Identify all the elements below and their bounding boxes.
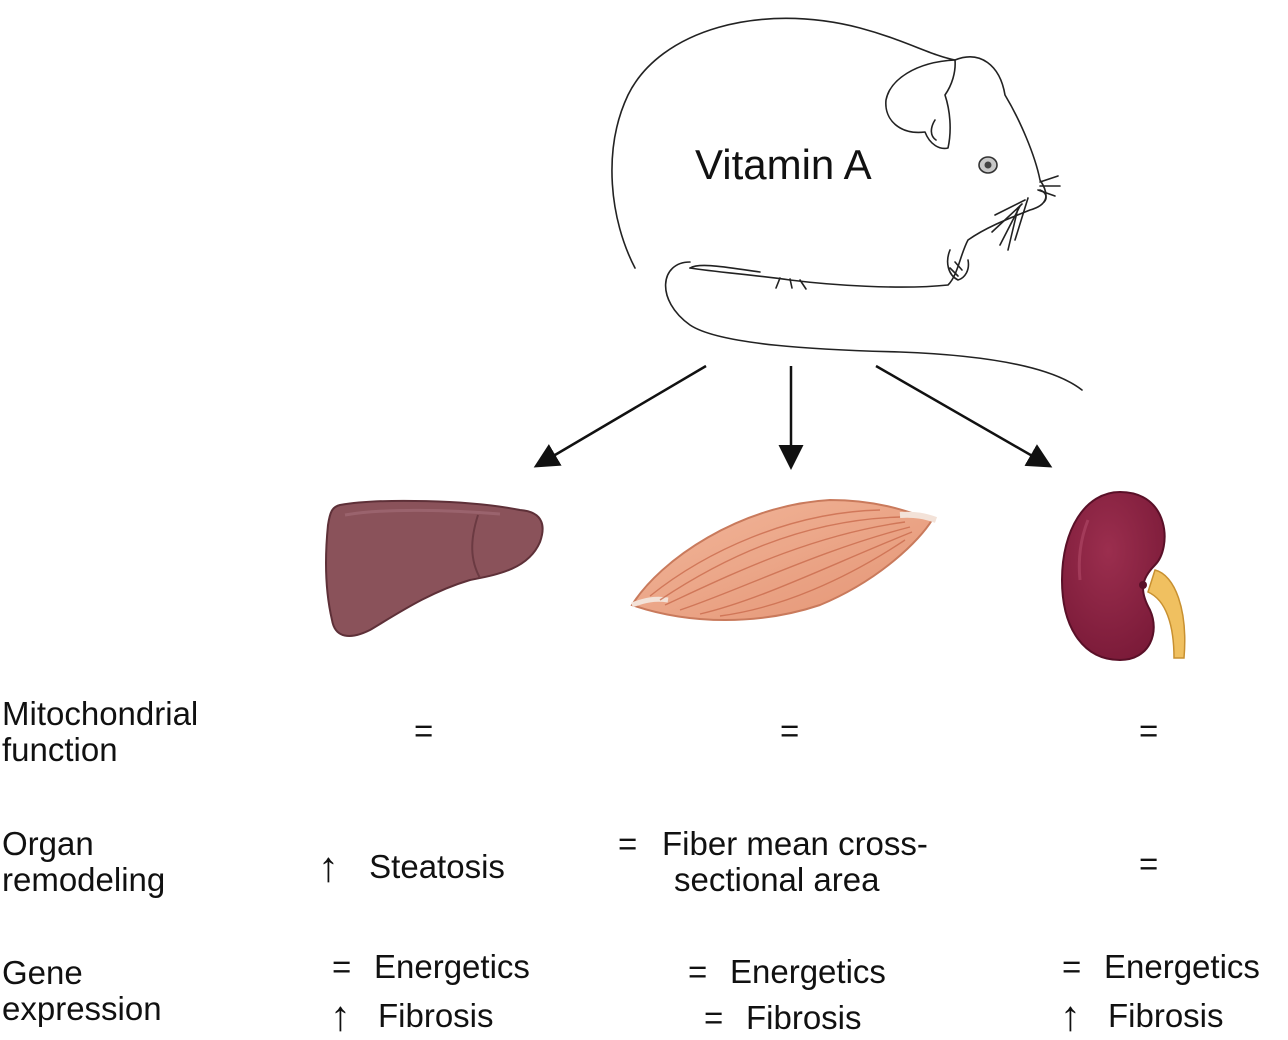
kidney-gene-energetics: =Energetics: [1062, 948, 1260, 985]
muscle-remodeling-symbol: =: [618, 825, 638, 862]
kidney-mitochondrial-value: =: [1139, 712, 1159, 749]
increase-arrow-icon: ↑: [318, 843, 339, 890]
increase-arrow-icon: ↑: [1060, 992, 1081, 1039]
muscle-mitochondrial-value: =: [780, 712, 800, 749]
liver-gene-energetics: =Energetics: [332, 948, 530, 985]
muscle-icon: [630, 498, 938, 621]
mouse-outline-icon: [611, 17, 1083, 391]
liver-mitochondrial-value: =: [414, 712, 434, 749]
arrow-to-kidney: [875, 364, 1053, 468]
liver-remodeling: ↑ Steatosis: [318, 843, 505, 890]
row-label-remodeling: Organ remodeling: [2, 825, 166, 898]
kidney-remodeling-value: =: [1139, 845, 1159, 882]
arrows: [533, 364, 1053, 470]
kidney-gene-fibrosis: ↑Fibrosis: [1060, 992, 1224, 1039]
arrow-to-liver: [533, 364, 707, 468]
increase-arrow-icon: ↑: [330, 992, 351, 1039]
muscle-remodeling-text: Fiber mean cross- sectional area: [662, 825, 928, 898]
row-label-gene-expression: Gene expression: [2, 954, 162, 1027]
diagram-title: Vitamin A: [695, 141, 872, 188]
muscle-gene-fibrosis: =Fibrosis: [704, 999, 862, 1036]
kidney-icon: [1060, 490, 1186, 662]
liver-icon: [325, 499, 544, 637]
muscle-gene-energetics: =Energetics: [688, 953, 886, 990]
row-label-mitochondrial: Mitochondrial function: [2, 695, 199, 768]
liver-gene-fibrosis: ↑Fibrosis: [330, 992, 494, 1039]
